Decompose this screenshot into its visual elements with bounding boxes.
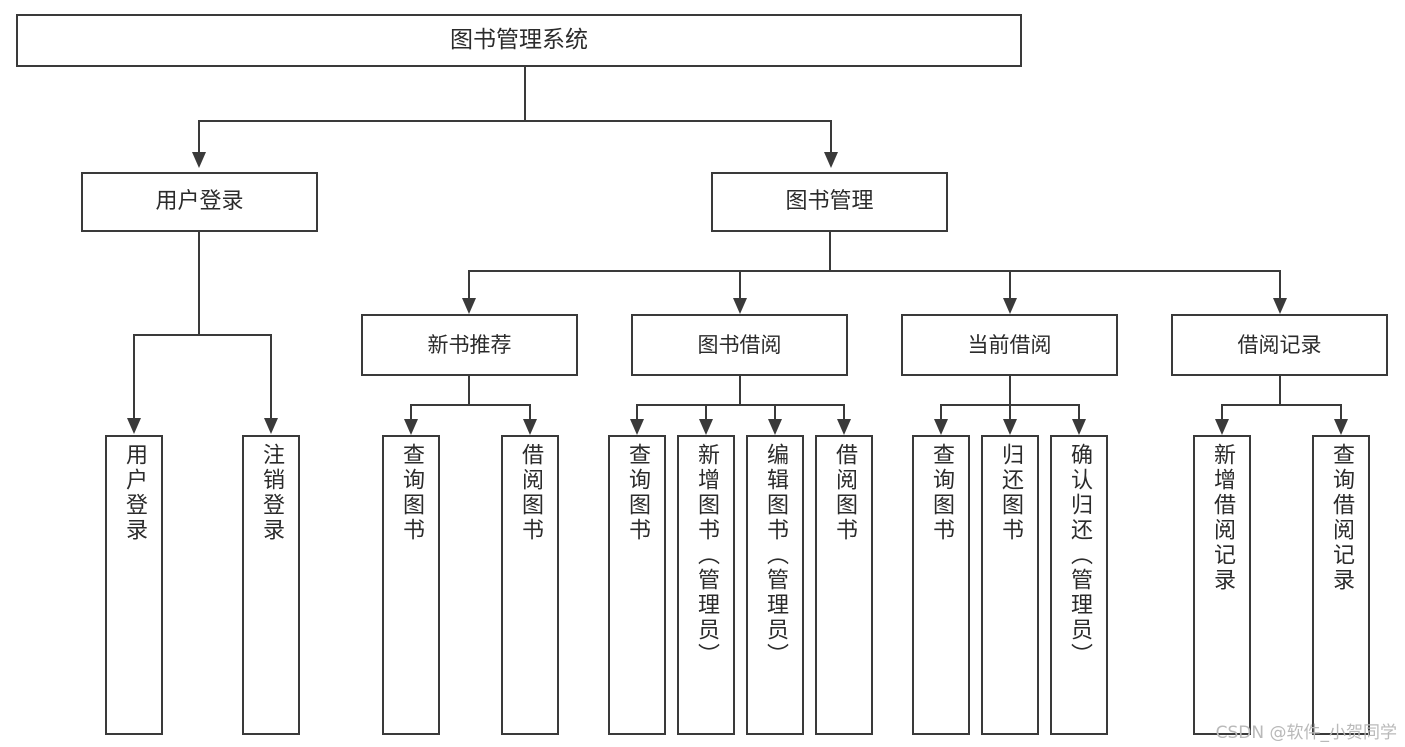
arrow-to-borrow-record: [1273, 298, 1287, 314]
arrow-new-book-recommend-child-1: [404, 419, 418, 435]
node-label: 图书管理: [785, 189, 874, 215]
leaf-query-book-1[interactable]: 查询图书: [382, 435, 440, 735]
arrow-new-book-recommend-child-2: [523, 419, 537, 435]
node-book-borrow[interactable]: 图书借阅: [631, 314, 848, 376]
leaf-label: 新增图书（管理员）: [694, 443, 719, 668]
leaf-edit-book[interactable]: 编辑图书（管理员）: [746, 435, 804, 735]
leaf-label: 借阅图书: [832, 443, 857, 543]
arrow-to-current-borrow: [1003, 298, 1017, 314]
connector-to-borrow-record: [1279, 270, 1281, 300]
leaf-confirm-return[interactable]: 确认归还（管理员）: [1050, 435, 1108, 735]
leaf-query-book-2[interactable]: 查询图书: [608, 435, 666, 735]
connector-current-borrow-child-1: [940, 404, 942, 422]
connector-root-to-book-management: [830, 120, 832, 154]
arrow-book-borrow-child-4: [837, 419, 851, 435]
leaf-return-book[interactable]: 归还图书: [981, 435, 1039, 735]
arrow-book-borrow-child-2: [699, 419, 713, 435]
connector-borrow-record-child-2: [1340, 404, 1342, 422]
connector-book-borrow-bar: [636, 404, 844, 406]
connector-book-borrow-child-2: [705, 404, 707, 422]
connector-root-stem: [524, 67, 526, 121]
connector-new-book-recommend-bar: [410, 404, 530, 406]
connector-book-management-stem: [829, 232, 831, 272]
connector-book-borrow-child-1: [636, 404, 638, 422]
connector-user-login-bar: [133, 334, 272, 336]
leaf-add-book[interactable]: 新增图书（管理员）: [677, 435, 735, 735]
leaf-label: 查询图书: [625, 443, 650, 543]
arrow-borrow-record-child-1: [1215, 419, 1229, 435]
arrow-user-login-child-1: [127, 418, 141, 434]
connector-new-book-recommend-child-2: [529, 404, 531, 422]
arrow-current-borrow-child-3: [1072, 419, 1086, 435]
leaf-label: 归还图书: [998, 443, 1023, 543]
connector-new-book-recommend-child-1: [410, 404, 412, 422]
arrow-root-to-book-management: [824, 152, 838, 168]
connector-to-new-book-recommend: [468, 270, 470, 300]
connector-book-borrow-child-3: [774, 404, 776, 422]
node-root-system[interactable]: 图书管理系统: [16, 14, 1022, 67]
leaf-label: 注销登录: [259, 443, 284, 543]
connector-current-borrow-stem: [1009, 376, 1011, 406]
connector-user-login-child-1: [133, 334, 135, 420]
connector-user-login-child-2: [270, 334, 272, 420]
node-user-login[interactable]: 用户登录: [81, 172, 318, 232]
leaf-user-login[interactable]: 用户登录: [105, 435, 163, 735]
node-book-management[interactable]: 图书管理: [711, 172, 948, 232]
arrow-current-borrow-child-2: [1003, 419, 1017, 435]
node-label: 图书借阅: [697, 332, 782, 357]
arrow-to-book-borrow: [733, 298, 747, 314]
connector-book-borrow-child-4: [843, 404, 845, 422]
node-new-book-recommend[interactable]: 新书推荐: [361, 314, 578, 376]
connector-to-book-borrow: [739, 270, 741, 300]
connector-level3-bar: [468, 270, 1280, 272]
connector-borrow-record-child-1: [1221, 404, 1223, 422]
connector-current-borrow-child-2: [1009, 404, 1011, 422]
node-borrow-record[interactable]: 借阅记录: [1171, 314, 1388, 376]
leaf-label: 用户登录: [122, 443, 147, 543]
node-label: 借阅记录: [1237, 332, 1322, 357]
node-label: 用户登录: [155, 189, 244, 215]
connector-root-bar: [198, 120, 832, 122]
leaf-label: 借阅图书: [518, 443, 543, 543]
leaf-label: 查询借阅记录: [1329, 443, 1354, 593]
arrow-book-borrow-child-1: [630, 419, 644, 435]
leaf-label: 确认归还（管理员）: [1067, 443, 1092, 668]
arrow-root-to-user-login: [192, 152, 206, 168]
leaf-borrow-book-2[interactable]: 借阅图书: [815, 435, 873, 735]
connector-borrow-record-stem: [1279, 376, 1281, 406]
leaf-borrow-book-1[interactable]: 借阅图书: [501, 435, 559, 735]
arrow-current-borrow-child-1: [934, 419, 948, 435]
connector-user-login-stem: [198, 232, 200, 336]
leaf-query-book-3[interactable]: 查询图书: [912, 435, 970, 735]
leaf-label: 查询图书: [929, 443, 954, 543]
arrow-to-new-book-recommend: [462, 298, 476, 314]
arrow-borrow-record-child-2: [1334, 419, 1348, 435]
csdn-watermark: CSDN @软件_小贺同学: [1215, 723, 1397, 743]
connector-borrow-record-bar: [1221, 404, 1341, 406]
node-label: 新书推荐: [427, 332, 512, 357]
node-label: 图书管理系统: [450, 27, 588, 54]
node-label: 当前借阅: [967, 332, 1052, 357]
leaf-query-record[interactable]: 查询借阅记录: [1312, 435, 1370, 735]
arrow-user-login-child-2: [264, 418, 278, 434]
leaf-label: 编辑图书（管理员）: [763, 443, 788, 668]
leaf-label: 新增借阅记录: [1210, 443, 1235, 593]
connector-new-book-recommend-stem: [468, 376, 470, 406]
connector-to-current-borrow: [1009, 270, 1011, 300]
leaf-add-record[interactable]: 新增借阅记录: [1193, 435, 1251, 735]
connector-book-borrow-stem: [739, 376, 741, 406]
connector-root-to-user-login: [198, 120, 200, 154]
leaf-logout-login[interactable]: 注销登录: [242, 435, 300, 735]
arrow-book-borrow-child-3: [768, 419, 782, 435]
node-current-borrow[interactable]: 当前借阅: [901, 314, 1118, 376]
leaf-label: 查询图书: [399, 443, 424, 543]
connector-current-borrow-child-3: [1078, 404, 1080, 422]
